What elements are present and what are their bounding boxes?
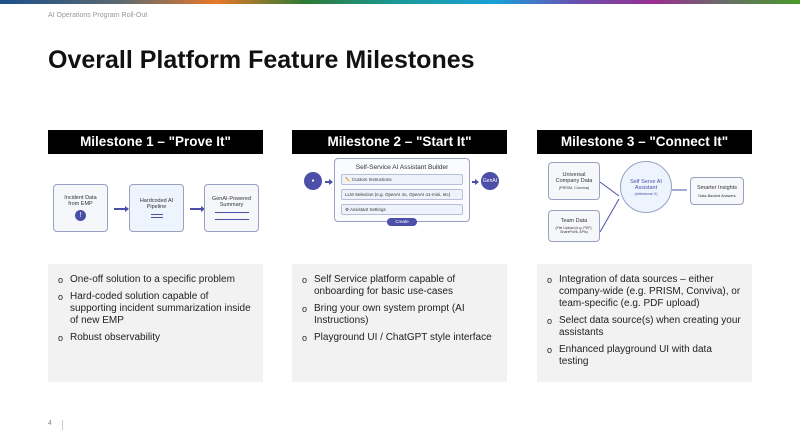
custom-instructions-row: ✏️ Custom Instructions xyxy=(341,174,463,185)
bullet: Select data source(s) when creating your… xyxy=(545,315,744,339)
box-label: GenAI-Powered Summary xyxy=(211,196,252,208)
milestone-2: Milestone 2 – "Start It" ● Self-Service … xyxy=(292,130,507,264)
arrow-icon xyxy=(190,206,205,211)
deck-subtitle: AI Operations Program Roll-Out xyxy=(48,12,148,19)
bullet: Enhanced playground UI with data testing xyxy=(545,344,744,368)
alert-icon: ! xyxy=(75,210,86,221)
bullet: Playground UI / ChatGPT style interface xyxy=(300,332,499,344)
universal-company-data-box: Universal Company Data (PRISM, Conviva) xyxy=(548,162,600,200)
user-icon: ● xyxy=(304,172,322,190)
milestone-3-diagram: Universal Company Data (PRISM, Conviva) … xyxy=(537,154,752,264)
milestone-2-diagram: ● Self-Service AI Assistant Builder ✏️ C… xyxy=(292,154,507,264)
genai-node: GenAI xyxy=(481,172,499,190)
assistant-builder-box: Self-Service AI Assistant Builder ✏️ Cus… xyxy=(334,158,470,222)
lines-icon xyxy=(150,214,163,218)
document-lines-icon xyxy=(214,212,249,220)
milestone-header: Milestone 2 – "Start It" xyxy=(292,130,507,154)
node-label: Self Serve AI Assistant xyxy=(630,178,662,191)
milestone-3: Milestone 3 – "Connect It" Universal Com… xyxy=(537,130,752,264)
arrow-icon xyxy=(114,206,129,211)
bullet: One-off solution to a specific problem xyxy=(56,274,255,286)
assistant-settings-row: ⚙ Assistant Settings xyxy=(341,204,463,215)
hardcoded-pipeline-box: Hardcoded AI Pipeline xyxy=(129,184,184,232)
bullet: Bring your own system prompt (AI Instruc… xyxy=(300,303,499,327)
milestone-1: Milestone 1 – "Prove It" Incident Data f… xyxy=(48,130,263,264)
box-sublabel: (PRISM, Conviva) xyxy=(558,186,590,190)
milestone-header: Milestone 3 – "Connect It" xyxy=(537,130,752,154)
page-title: Overall Platform Feature Milestones xyxy=(48,46,475,74)
box-label: Universal Company Data xyxy=(555,172,593,184)
self-serve-assistant-node: Self Serve AI Assistant (milestone 2) xyxy=(620,161,672,213)
builder-title: Self-Service AI Assistant Builder xyxy=(355,164,449,171)
smarter-insights-box: Smarter Insights Data-Backed Answers xyxy=(690,177,744,205)
node-sublabel: (milestone 2) xyxy=(634,190,658,196)
incident-data-box: Incident Data from EMP ! xyxy=(53,184,108,232)
connector-lines xyxy=(599,181,687,233)
brand-gradient-bar xyxy=(0,0,800,4)
milestone-header: Milestone 1 – "Prove It" xyxy=(48,130,263,154)
box-label: Hardcoded AI Pipeline xyxy=(139,198,174,210)
arrow-icon xyxy=(325,179,333,184)
box-sublabel: (File Upload (e.g. PDF), SharePoint, API… xyxy=(555,226,593,234)
llm-selection-row: LLM Selection (e.g. OpenAI 4o, OpenAI o1… xyxy=(341,189,463,200)
create-button: Create xyxy=(387,218,417,226)
bullet: Hard-coded solution capable of supportin… xyxy=(56,291,255,327)
bullet: Integration of data sources – either com… xyxy=(545,274,744,310)
bullet: Self Service platform capable of onboard… xyxy=(300,274,499,298)
box-label: Incident Data from EMP xyxy=(64,195,97,207)
page-number: 4 xyxy=(48,420,63,430)
box-label: Team Data xyxy=(560,218,588,224)
box-label: Smarter Insights xyxy=(696,184,738,191)
bullet: Robust observability xyxy=(56,332,255,344)
milestone-1-details: One-off solution to a specific problemHa… xyxy=(48,264,263,382)
team-data-box: Team Data (File Upload (e.g. PDF), Share… xyxy=(548,210,600,242)
arrow-icon xyxy=(472,179,479,184)
box-sublabel: Data-Backed Answers xyxy=(698,193,736,198)
milestone-1-diagram: Incident Data from EMP ! Hardcoded AI Pi… xyxy=(48,154,263,264)
milestone-3-details: Integration of data sources – either com… xyxy=(537,264,752,382)
milestone-2-details: Self Service platform capable of onboard… xyxy=(292,264,507,382)
summary-box: GenAI-Powered Summary xyxy=(204,184,259,232)
